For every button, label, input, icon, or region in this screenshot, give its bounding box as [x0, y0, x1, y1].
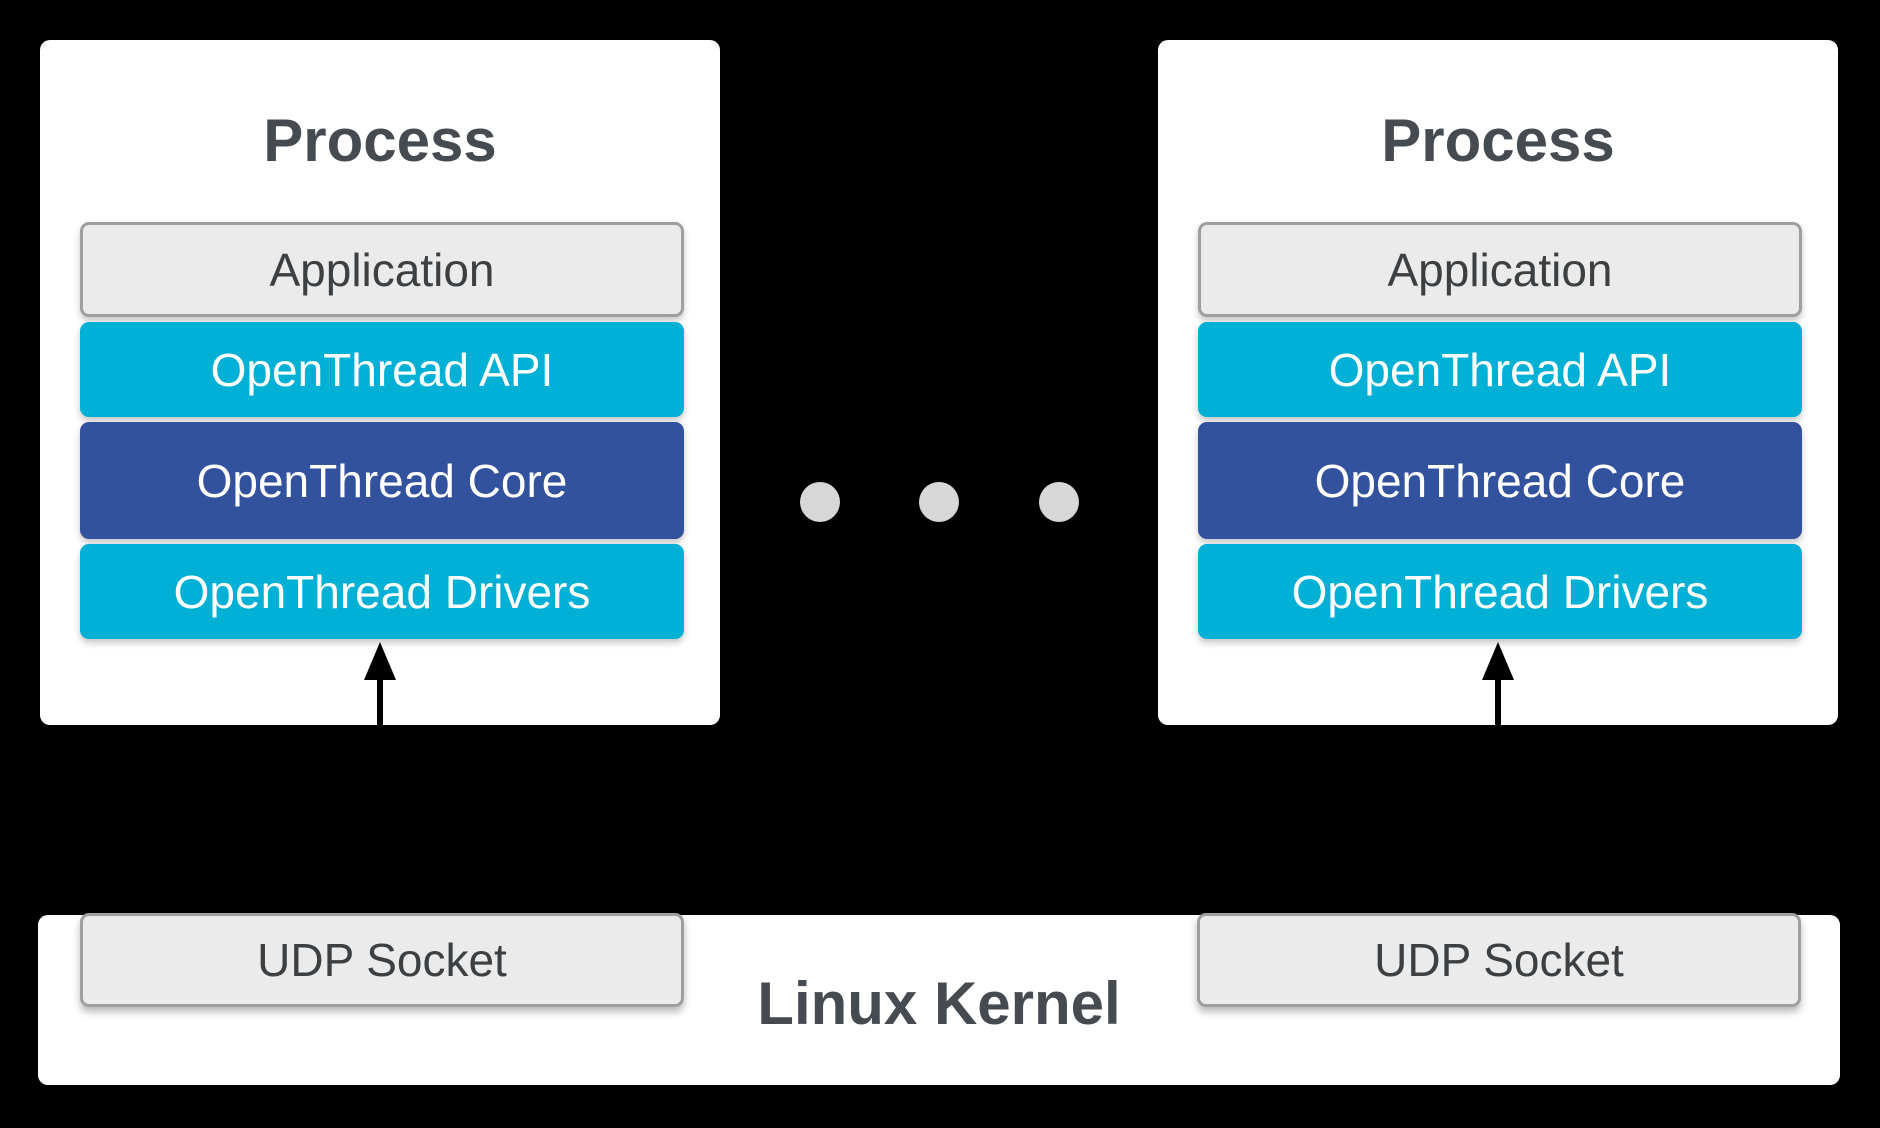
process-title: Process — [1381, 107, 1615, 174]
linux-kernel-bar: UDP Socket Linux Kernel UDP Socket — [38, 913, 1840, 1085]
up-arrow-stem — [1495, 676, 1501, 725]
layer-openthread-drivers: OpenThread Drivers — [1198, 544, 1802, 639]
layer-application: Application — [1198, 222, 1802, 317]
process-box-left: Process Application OpenThread API OpenT… — [40, 40, 720, 725]
layer-label: OpenThread Drivers — [1291, 565, 1709, 618]
ellipsis-dot — [919, 482, 959, 522]
layer-application: Application — [80, 222, 684, 317]
layer-openthread-api: OpenThread API — [80, 322, 684, 417]
up-arrow-icon — [1482, 642, 1514, 680]
udp-socket-box-right: UDP Socket — [1197, 913, 1801, 1007]
layer-label: OpenThread Core — [1314, 454, 1686, 507]
layer-label: OpenThread API — [210, 343, 554, 396]
udp-socket-label: UDP Socket — [1374, 934, 1624, 986]
layer-label: Application — [1387, 243, 1613, 296]
layer-label: OpenThread Core — [196, 454, 568, 507]
up-arrow-stem — [377, 676, 383, 725]
process-title: Process — [263, 107, 497, 174]
layer-label: OpenThread Drivers — [173, 565, 591, 618]
process-box-right: Process Application OpenThread API OpenT… — [1158, 40, 1838, 725]
up-arrow-icon — [364, 642, 396, 680]
layer-openthread-core: OpenThread Core — [80, 422, 684, 539]
layer-openthread-core: OpenThread Core — [1198, 422, 1802, 539]
udp-socket-box-left: UDP Socket — [80, 913, 684, 1007]
ellipsis-dot — [1039, 482, 1079, 522]
layer-label: OpenThread API — [1328, 343, 1672, 396]
udp-socket-label: UDP Socket — [257, 934, 507, 986]
ellipsis-dot — [800, 482, 840, 522]
layer-openthread-api: OpenThread API — [1198, 322, 1802, 417]
linux-kernel-title: Linux Kernel — [757, 969, 1121, 1037]
layer-label: Application — [269, 243, 495, 296]
layer-openthread-drivers: OpenThread Drivers — [80, 544, 684, 639]
